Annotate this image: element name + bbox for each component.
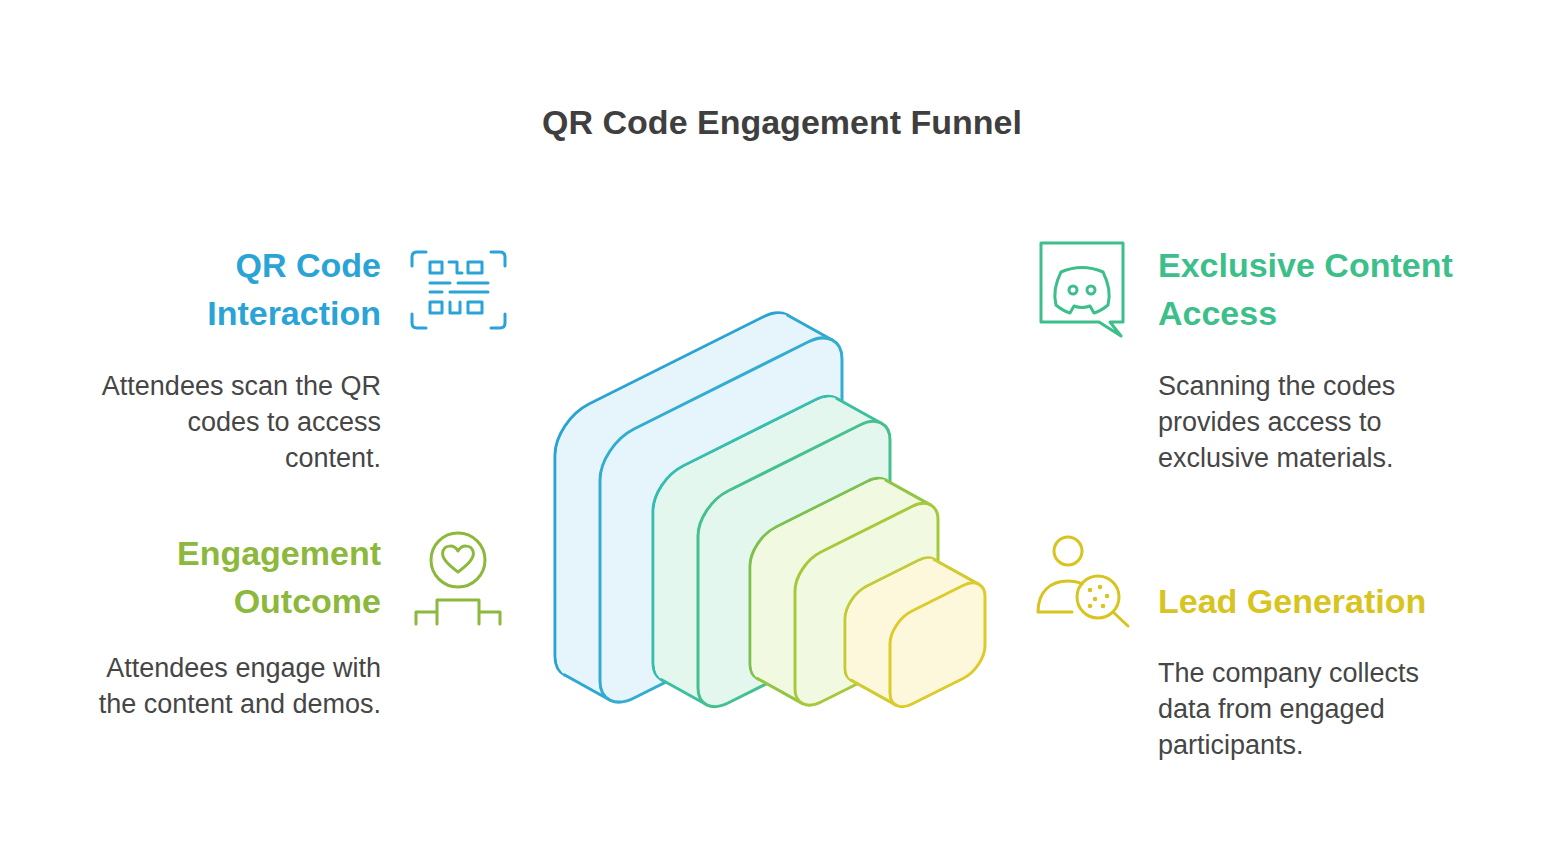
layer-edge <box>837 398 882 423</box>
chat-logo <box>1055 268 1109 314</box>
chat-eye <box>1087 286 1095 294</box>
step-heading: Engagement Outcome <box>81 529 381 625</box>
icon-line <box>430 282 488 285</box>
layer-edge <box>886 480 931 505</box>
icon-square <box>430 302 442 313</box>
step-heading: QR Code Interaction <box>81 241 381 337</box>
icon-circle <box>431 533 485 587</box>
layer-edge <box>788 315 833 340</box>
icon-line <box>450 302 460 313</box>
layer-edge <box>934 559 979 584</box>
icon-square <box>468 262 482 273</box>
person-head <box>1054 537 1082 565</box>
icon-corner <box>412 252 426 266</box>
step-description: Attendees scan the QR codes to access co… <box>93 368 381 476</box>
funnel-layer <box>845 550 985 716</box>
icon-corner <box>491 314 505 328</box>
data-dots <box>1088 585 1110 609</box>
step-description: The company collects data from engaged p… <box>1158 655 1448 763</box>
icon-square <box>430 262 442 273</box>
diagram-title: QR Code Engagement Funnel <box>0 100 1564 144</box>
data-dot <box>1105 594 1110 599</box>
data-dot <box>1088 604 1093 609</box>
step-description: Scanning the codes provides access to ex… <box>1158 368 1448 476</box>
data-dot <box>1098 585 1103 590</box>
data-dot <box>1101 604 1106 609</box>
magnifier-handle <box>1113 612 1128 626</box>
icon-square <box>468 302 482 313</box>
layer-front-face <box>890 575 985 716</box>
data-dot <box>1093 597 1098 602</box>
icon-line <box>449 262 462 273</box>
chat-eye <box>1069 286 1077 294</box>
funnel-illustration <box>555 300 985 718</box>
person-body <box>1038 581 1082 612</box>
chat-icon <box>1041 243 1123 336</box>
step-description: Attendees engage with the content and de… <box>81 650 381 722</box>
heart-symbol <box>443 546 474 572</box>
podium-symbol <box>416 600 500 624</box>
data-dot <box>1088 588 1093 593</box>
icon-line <box>430 291 488 294</box>
qr-code-icon <box>412 252 505 328</box>
step-heading: Exclusive Content Access <box>1158 241 1528 337</box>
step-heading: Lead Generation <box>1158 577 1528 625</box>
speech-bubble <box>1041 243 1123 336</box>
icon-corner <box>491 252 505 266</box>
heart-podium-icon <box>416 533 500 624</box>
icon-corner <box>412 314 426 328</box>
person-search-icon <box>1038 537 1128 626</box>
